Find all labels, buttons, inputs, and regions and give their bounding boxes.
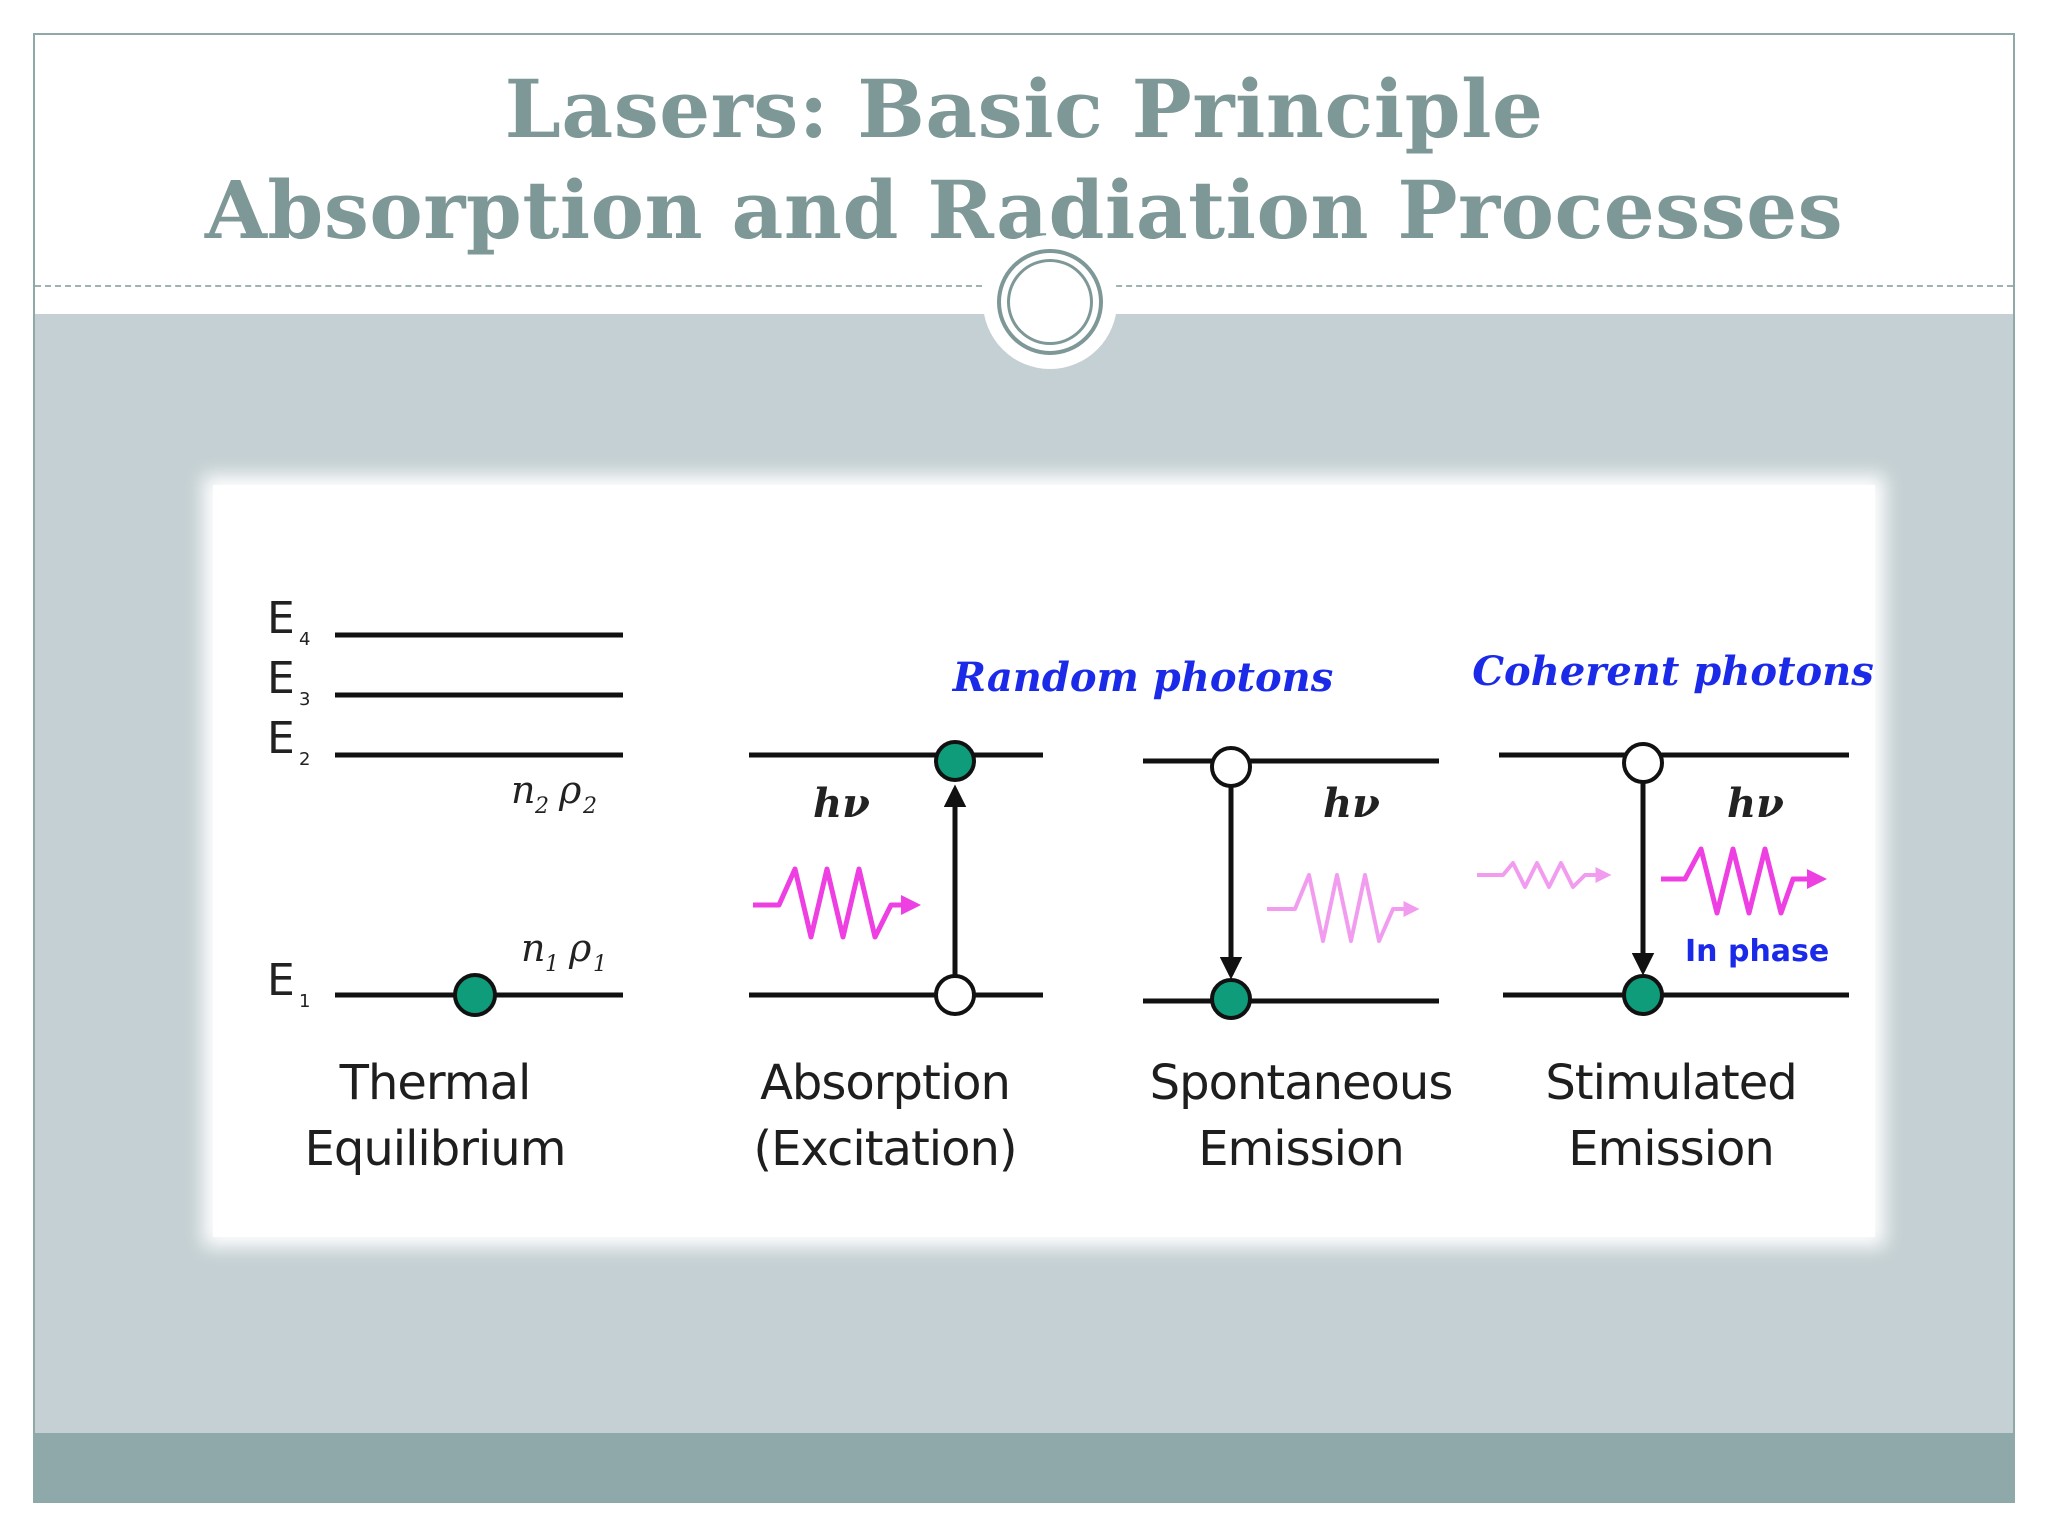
level-e1-index: 1 [299, 991, 310, 1012]
panel-absorption: hν Absorption (Excitation) [749, 740, 1043, 1177]
level-e2-label: E [267, 713, 295, 764]
coherent-photons-label: Coherent photons [1472, 648, 1874, 695]
spontaneous-upper-atom-icon [1210, 746, 1252, 788]
level-e1-label: E [267, 955, 295, 1006]
caption-thermal-line1: Thermal [339, 1055, 531, 1111]
absorption-photon-label: hν [813, 780, 870, 827]
level-e3-label: E [267, 653, 295, 704]
spontaneous-photon-label: hν [1323, 780, 1380, 827]
stimulated-photon-wave-icon [1661, 846, 1827, 916]
caption-stimulated-line1: Stimulated [1545, 1055, 1796, 1111]
emitted-random-photon-wave-icon [1267, 873, 1420, 943]
population-upper-n-sub: 2 [534, 794, 549, 819]
stimulated-lower-atom-icon [1622, 974, 1664, 1016]
panel-thermal-equilibrium: E 4 E 3 E 2 n 2 ρ 2 n 1 ρ 1 E 1 [267, 593, 623, 1177]
panel-stimulated-emission: Coherent photons hν In phase Stimulated … [1472, 648, 1874, 1177]
caption-absorption-line1: Absorption [760, 1055, 1010, 1111]
caption-spontaneous-line1: Spontaneous [1150, 1055, 1453, 1111]
spontaneous-lower-atom-icon [1210, 978, 1252, 1020]
absorbed-photon-wave-icon [753, 866, 921, 940]
caption-spontaneous-line2: Emission [1198, 1121, 1404, 1177]
population-lower-rho-sub: 1 [593, 952, 607, 977]
level-e2-index: 2 [299, 749, 310, 770]
excited-atom-icon [934, 740, 976, 782]
caption-thermal-line2: Equilibrium [305, 1121, 566, 1177]
vacated-ground-atom-icon [934, 974, 976, 1016]
slide: Lasers: Basic Principle Absorption and R… [33, 33, 2015, 1503]
population-lower-n-sub: 1 [545, 952, 559, 977]
population-upper-rho: ρ [558, 768, 582, 812]
stimulated-upper-atom-icon [1622, 742, 1664, 784]
title-area: Lasers: Basic Principle Absorption and R… [35, 35, 2013, 315]
laser-processes-diagram: E 4 E 3 E 2 n 2 ρ 2 n 1 ρ 1 E 1 [213, 485, 1875, 1237]
footer-bar [35, 1433, 2013, 1503]
level-e4-index: 4 [299, 629, 310, 650]
caption-stimulated-line2: Emission [1568, 1121, 1774, 1177]
title-ornament-inner-ring [1007, 259, 1093, 345]
population-lower-n: n [521, 926, 545, 970]
incident-photon-wave-icon [1477, 861, 1612, 889]
level-e3-index: 3 [299, 689, 310, 710]
caption-absorption-line2: (Excitation) [753, 1121, 1016, 1177]
panel-spontaneous-emission: Random photons hν Spontaneous Emission [952, 654, 1454, 1177]
stimulated-photon-label: hν [1727, 780, 1784, 827]
title-ornament-ring-icon [997, 249, 1103, 355]
diagram-canvas: E 4 E 3 E 2 n 2 ρ 2 n 1 ρ 1 E 1 [267, 593, 1874, 1177]
random-photons-label: Random photons [952, 654, 1334, 701]
level-e4-label: E [267, 593, 295, 644]
in-phase-label: In phase [1685, 934, 1829, 969]
population-upper-n: n [511, 768, 535, 812]
slide-title-line-1: Lasers: Basic Principle [504, 62, 1544, 156]
ground-state-atom-icon [453, 973, 497, 1017]
population-upper-rho-sub: 2 [582, 794, 597, 819]
population-lower-rho: ρ [568, 926, 592, 970]
